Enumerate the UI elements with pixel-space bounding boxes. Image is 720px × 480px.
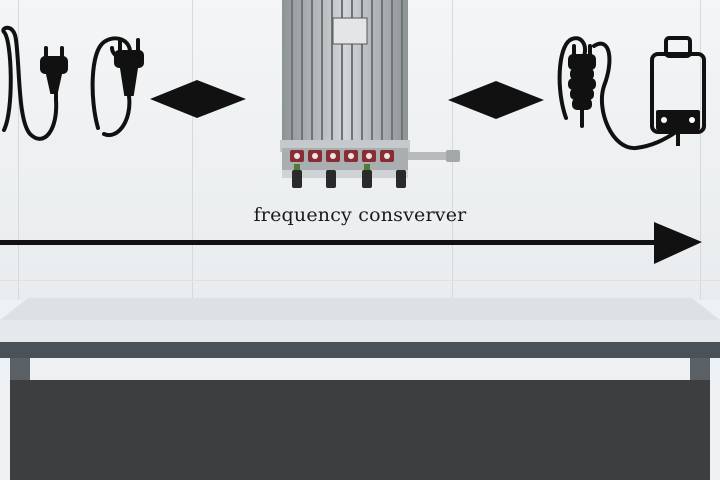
wall-panel-seam — [0, 280, 720, 281]
table-top-surface — [0, 298, 720, 320]
long-right-arrow-icon — [0, 222, 702, 264]
diagram-caption: frequency consverver — [253, 204, 467, 226]
wall-panel-seam — [700, 0, 701, 300]
equipment-unit-icon — [650, 36, 706, 146]
frequency-converter-device — [280, 0, 460, 188]
diamond-arrow-icon — [150, 80, 246, 118]
power-cable-plug-icon — [557, 36, 678, 150]
device-label-plate — [332, 17, 368, 45]
wall-panel-seam — [18, 0, 19, 300]
diamond-arrow-icon — [448, 81, 544, 119]
wall-panel-seam — [192, 0, 193, 300]
power-cable-plug-icon — [90, 36, 144, 138]
table-top-front — [0, 320, 720, 342]
power-cable-plug-icon — [1, 25, 68, 141]
cable-gland-row — [292, 170, 406, 188]
cabinet-panel — [10, 380, 710, 480]
output-connector — [408, 152, 452, 160]
table-edge — [0, 342, 720, 358]
table — [0, 298, 720, 480]
